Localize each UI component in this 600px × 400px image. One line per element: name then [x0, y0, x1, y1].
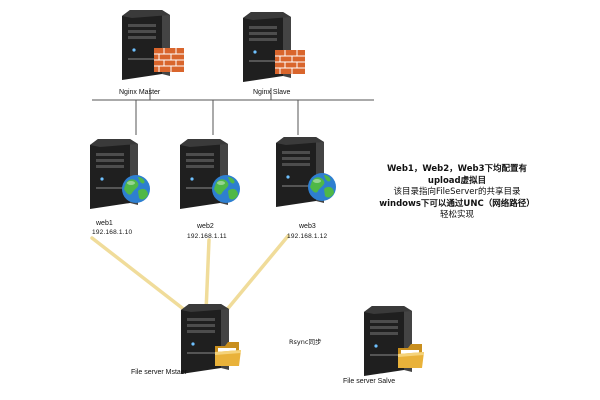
- web3-server: [276, 137, 346, 217]
- nginx-slave-label: Nginx Slave: [253, 89, 291, 96]
- server-icon: [276, 137, 336, 207]
- folder-icon: [398, 344, 424, 368]
- globe-icon: [212, 175, 240, 203]
- description-note: Web1，Web2，Web3下均配置有 upload虚拟目 该目录指向FileS…: [352, 164, 562, 222]
- web3-file-link: [218, 234, 290, 320]
- note-line-4: windows下可以通过UNC（网络路径）: [379, 198, 535, 209]
- note-line-5: 轻松实现: [439, 210, 474, 220]
- note-line-2: upload虚拟目: [427, 175, 487, 186]
- web2-server: [180, 139, 250, 219]
- file-server-master: [181, 304, 251, 384]
- note-line-3: 该目录指向FileServer的共享目录: [393, 187, 521, 197]
- file-server-slave-label: File server Salve: [343, 378, 396, 385]
- file-server-master-label: File server Mstaer: [131, 369, 188, 376]
- web1-server: [90, 139, 160, 219]
- web1-file-link: [90, 236, 197, 320]
- web1-ip: 192.168.1.10: [92, 229, 133, 236]
- server-icon: [364, 306, 424, 376]
- globe-icon: [122, 175, 150, 203]
- server-icon: [122, 10, 184, 80]
- server-icon: [180, 139, 240, 209]
- globe-icon: [308, 173, 336, 201]
- folder-icon: [215, 342, 241, 366]
- web3-label: web3: [299, 223, 316, 230]
- web2-label: web2: [197, 223, 214, 230]
- web3-ip: 192.168.1.12: [287, 233, 328, 240]
- web2-ip: 192.168.1.11: [187, 233, 227, 240]
- firewall-icon: [275, 50, 305, 74]
- server-icon: [243, 12, 305, 82]
- note-line-1: Web1，Web2，Web3下均配置有: [386, 164, 527, 174]
- web1-label: web1: [96, 220, 113, 227]
- file-server-slave: [364, 306, 434, 386]
- server-icon: [181, 304, 241, 374]
- nginx-master-server: [122, 10, 192, 90]
- server-icon: [90, 139, 150, 209]
- nginx-slave-server: [243, 12, 313, 92]
- firewall-icon: [154, 48, 184, 72]
- rsync-label: Rsync同步: [289, 338, 322, 346]
- nginx-master-label: Nginx Master: [119, 89, 161, 96]
- web2-file-link: [204, 238, 211, 314]
